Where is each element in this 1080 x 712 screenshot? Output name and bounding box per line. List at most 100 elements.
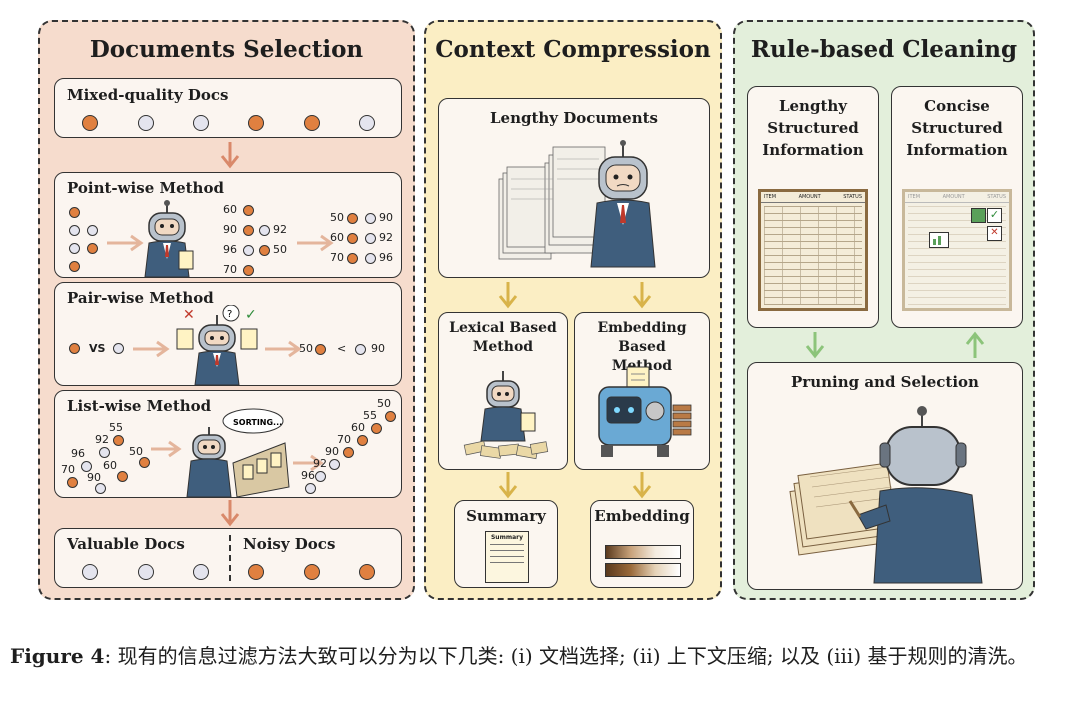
doc-dot xyxy=(347,233,358,244)
doc-dot xyxy=(99,447,110,458)
mixed-quality-docs-box: Mixed-quality Docs xyxy=(54,78,402,138)
doc-dot xyxy=(138,115,154,131)
doc-dot xyxy=(69,343,80,354)
down-arrow-icon xyxy=(498,472,518,499)
score-label: 92 xyxy=(313,457,327,470)
concise-structured-line: Concise xyxy=(924,97,990,115)
score-label: 55 xyxy=(363,409,377,422)
right-arrow-icon xyxy=(151,440,182,458)
doc-dot xyxy=(113,435,124,446)
concise-structured-box: Concise Structured Information ITEM AMOU… xyxy=(891,86,1023,328)
pair-wise-box: Pair-wise Method VS ✕ ✓ ? 50 < 90 xyxy=(54,282,402,386)
score-label: 55 xyxy=(109,421,123,434)
score-label: 96 xyxy=(301,469,315,482)
right-arrow-icon xyxy=(293,454,324,472)
score-label: 96 xyxy=(379,251,393,264)
embedding-vector-bar xyxy=(605,545,681,559)
figure-caption: Figure 4: 现有的信息过滤方法大致可以分为以下几类: (i) 文档选择;… xyxy=(10,640,1070,672)
doc-dot xyxy=(365,253,376,264)
concise-structured-label: Concise Structured Information xyxy=(892,95,1022,161)
score-label: 70 xyxy=(61,463,75,476)
table-rows xyxy=(764,206,862,305)
list-wise-label: List-wise Method xyxy=(67,397,212,415)
pruning-selection-label: Pruning and Selection xyxy=(791,373,979,391)
doc-dot xyxy=(248,115,264,131)
documents-selection-panel: Documents Selection Mixed-quality Docs P… xyxy=(38,20,415,600)
robot-reviewing-papers-icon xyxy=(789,406,983,584)
doc-dot xyxy=(329,459,340,470)
summary-document-icon: Summary xyxy=(485,531,529,583)
mixed-quality-docs-label: Mixed-quality Docs xyxy=(67,86,229,104)
doc-dot xyxy=(359,564,375,580)
divider xyxy=(229,535,231,581)
document-stack-robot-icon xyxy=(498,140,656,268)
summary-document-title: Summary xyxy=(490,534,523,541)
right-arrow-icon xyxy=(265,340,302,358)
embedding-box: Embedding xyxy=(590,500,694,588)
doc-dot xyxy=(69,261,80,272)
doc-dot xyxy=(385,411,396,422)
cross-icon: ✕ xyxy=(987,226,1002,241)
doc-dot xyxy=(193,115,209,131)
score-label: 90 xyxy=(325,445,339,458)
table-header: AMOUNT xyxy=(798,194,821,200)
score-label: 90 xyxy=(87,471,101,484)
down-arrow-icon xyxy=(632,472,652,499)
score-label: 50 xyxy=(273,243,287,256)
doc-dot xyxy=(69,243,80,254)
lexical-method-label: Lexical Based Method xyxy=(439,319,567,357)
right-arrow-icon xyxy=(133,340,170,358)
pair-wise-label: Pair-wise Method xyxy=(67,289,214,307)
doc-dot xyxy=(305,483,316,494)
score-label: 50 xyxy=(377,397,391,410)
table-header: AMOUNT xyxy=(942,194,965,200)
doc-dot xyxy=(365,213,376,224)
list-wise-box: List-wise Method 55 92 50 96 60 70 90 SO… xyxy=(54,390,402,498)
score-label: 70 xyxy=(223,263,237,276)
doc-dot xyxy=(67,477,78,488)
doc-dot xyxy=(304,564,320,580)
doc-dot xyxy=(355,344,366,355)
robot-sorting-icon: SORTING... xyxy=(186,408,290,498)
embedding-vector-bar xyxy=(605,563,681,577)
score-label: 70 xyxy=(330,251,344,264)
embedding-method-box: Embedding Based Method xyxy=(574,312,710,470)
lexical-method-box: Lexical Based Method xyxy=(438,312,568,470)
check-icon: ✓ xyxy=(987,208,1002,223)
doc-dot xyxy=(193,564,209,580)
lengthy-structured-box: Lengthy Structured Information ITEM AMOU… xyxy=(747,86,879,328)
table-header: ITEM xyxy=(908,194,921,200)
score-label: 70 xyxy=(337,433,351,446)
concise-table-icon: ITEM AMOUNT STATUS ✓ ✕ xyxy=(902,189,1012,311)
score-label: 60 xyxy=(103,459,117,472)
svg-text:✕: ✕ xyxy=(183,307,195,323)
score-label: 96 xyxy=(223,243,237,256)
doc-dot xyxy=(81,461,92,472)
summary-label: Summary xyxy=(466,507,546,525)
rule-based-cleaning-title: Rule-based Cleaning xyxy=(750,36,1018,63)
valuable-noisy-box: Valuable Docs Noisy Docs xyxy=(54,528,402,588)
doc-dot xyxy=(347,253,358,264)
table-header: ITEM xyxy=(764,194,777,200)
down-arrow-icon xyxy=(498,282,518,309)
comparison-operator: < xyxy=(337,342,347,355)
right-arrow-icon xyxy=(107,234,144,252)
down-arrow-icon xyxy=(220,142,240,169)
score-label: 90 xyxy=(223,223,237,236)
doc-dot xyxy=(243,245,254,256)
lengthy-structured-label: Lengthy Structured Information xyxy=(748,95,878,161)
context-compression-panel: Context Compression Lengthy Documents xyxy=(424,20,722,600)
doc-dot xyxy=(315,471,326,482)
doc-dot xyxy=(113,343,124,354)
embedding-method-line: Embedding Based xyxy=(597,320,687,355)
svg-text:?: ? xyxy=(227,309,232,320)
score-label: 92 xyxy=(95,433,109,446)
doc-dot xyxy=(87,243,98,254)
lengthy-documents-label: Lengthy Documents xyxy=(489,109,658,127)
doc-dot xyxy=(365,233,376,244)
table-header: STATUS xyxy=(987,194,1006,200)
pruning-selection-box: Pruning and Selection xyxy=(747,362,1023,590)
lengthy-documents-box: Lengthy Documents xyxy=(438,98,710,278)
doc-dot xyxy=(259,225,270,236)
score-label: 50 xyxy=(129,445,143,458)
